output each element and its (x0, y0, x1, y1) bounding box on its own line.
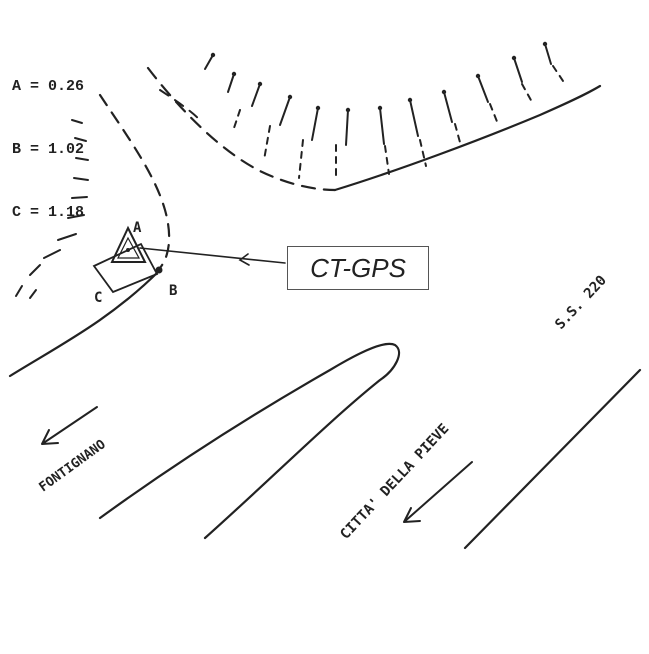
road-label-ss220: S.S. 220 (552, 272, 610, 332)
road-upper-solid (333, 84, 602, 192)
road-label-citta-della-pieve: CITTA' DELLA PIEVE (337, 421, 452, 543)
hachures-left (15, 119, 89, 299)
hachure-top-dots (210, 41, 548, 113)
embankment-top-right-dashed (159, 89, 201, 121)
legend-row-a: A = 0.26 (12, 78, 85, 95)
road-ss220-edge (463, 368, 642, 550)
point-label-b: B (169, 283, 177, 299)
arrow-fontignano (41, 406, 98, 445)
hachures-top-dashes (233, 65, 566, 181)
road-left-edge (8, 268, 162, 378)
leader-arrowhead (238, 253, 250, 266)
hachures-top (204, 43, 552, 146)
leader-line (139, 247, 286, 264)
square-marker (92, 242, 159, 294)
legend-row-c: C = 1.18 (12, 204, 85, 221)
road-label-fontignano: FONTIGNANO (37, 437, 109, 495)
station-label: CT-GPS (287, 246, 429, 290)
legend: A = 0.26 B = 1.02 C = 1.18 (12, 34, 84, 244)
embankment-top-dashed (146, 66, 337, 192)
point-label-a: A (133, 220, 142, 236)
triangle-marker (110, 225, 147, 263)
arrow-citta-della-pieve (403, 461, 473, 523)
road-hairpin (98, 342, 401, 540)
point-a-dot (126, 248, 130, 252)
legend-row-b: B = 1.02 (12, 141, 85, 158)
point-label-c: C (94, 290, 102, 306)
point-b-dot (155, 266, 163, 274)
